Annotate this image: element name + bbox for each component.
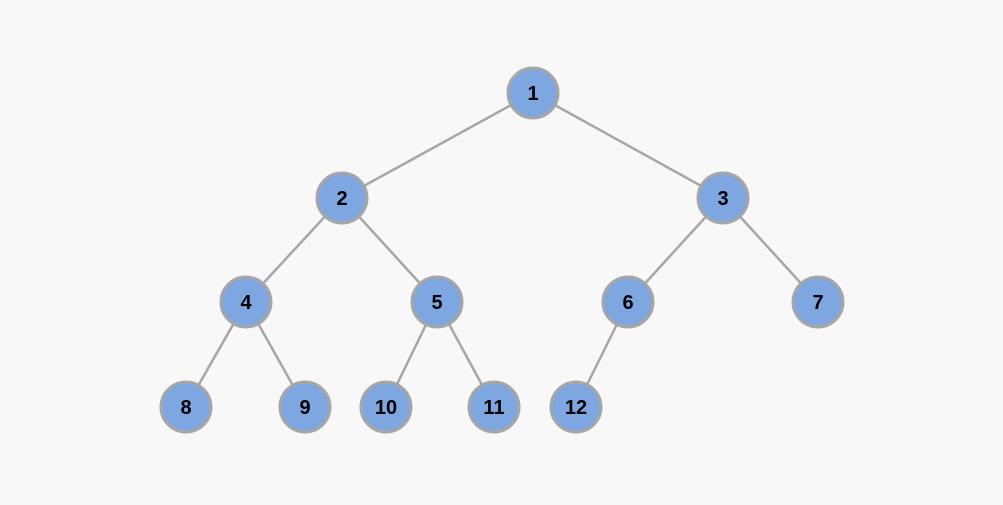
tree-node-circle-7[interactable] [791,275,845,329]
tree-node-8[interactable]: 8 [159,380,213,434]
tree-node-11[interactable]: 11 [467,380,521,434]
tree-node-circle-2[interactable] [315,171,369,225]
tree-node-circle-9[interactable] [278,380,332,434]
tree-node-5[interactable]: 5 [410,275,464,329]
tree-node-circle-5[interactable] [410,275,464,329]
tree-node-2[interactable]: 2 [315,171,369,225]
tree-node-circle-10[interactable] [359,380,413,434]
tree-node-circle-4[interactable] [219,275,273,329]
tree-node-circle-11[interactable] [467,380,521,434]
tree-node-6[interactable]: 6 [601,275,655,329]
tree-node-4[interactable]: 4 [219,275,273,329]
tree-node-circle-6[interactable] [601,275,655,329]
tree-edges-layer [184,91,819,408]
tree-node-7[interactable]: 7 [791,275,845,329]
tree-node-circle-8[interactable] [159,380,213,434]
tree-node-circle-12[interactable] [549,380,603,434]
tree-edge-1-2 [341,91,534,200]
tree-node-10[interactable]: 10 [359,380,413,434]
tree-node-circle-3[interactable] [696,171,750,225]
tree-node-circle-1[interactable] [506,66,560,120]
tree-node-9[interactable]: 9 [278,380,332,434]
tree-edge-1-3 [532,91,724,200]
tree-node-3[interactable]: 3 [696,171,750,225]
tree-node-1[interactable]: 1 [506,66,560,120]
tree-node-12[interactable]: 12 [549,380,603,434]
